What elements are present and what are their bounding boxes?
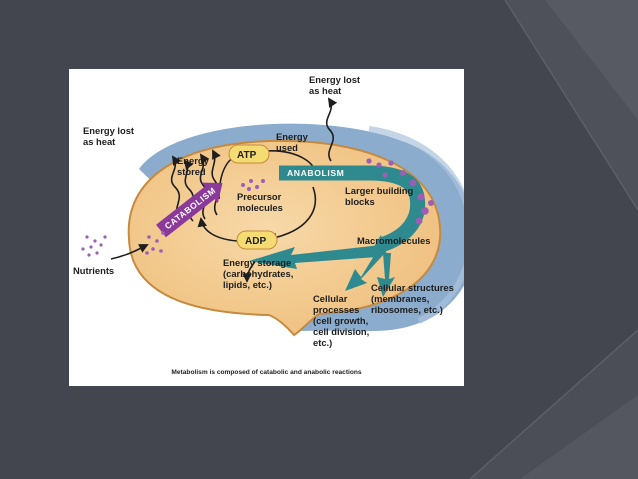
metabolism-diagram: CATABOLISM ANABOLISM ATP ADP [81,97,464,337]
arrow-adp-to-catabolism [197,217,238,242]
adp-pill: ADP [236,230,278,250]
building-block-particles [366,158,434,225]
atp-label: ATP [237,150,257,161]
arrow-nutrients [110,244,149,260]
svg-text:ANABOLISM: ANABOLISM [287,168,344,178]
label-energy-lost-heat-top: Energy lost as heat [309,74,361,96]
arrow-anabolism-to-adp [267,186,317,243]
label-energy-lost-heat-left: Energy lost as heat [83,125,135,147]
heat-squiggle-top [325,97,338,162]
label-energy-used: Energy used [276,131,308,153]
label-nutrients: Nutrients [73,265,115,276]
precursor-particles [241,179,265,191]
nutrient-particles [81,231,165,257]
label-cellular-processes: Cellular processes (cell growth, cell di… [313,293,370,348]
metabolism-figure: CATABOLISM ANABOLISM ATP ADP [69,69,464,386]
macromolecule-arrows [249,245,395,297]
label-energy-storage: Energy storage (carbohydrates, lipids, e… [223,257,294,290]
figure-caption: Metabolism is composed of catabolic and … [171,369,362,376]
label-precursor-molecules: Precursor molecules [237,191,283,213]
atp-pill: ATP [228,144,270,164]
adp-label: ADP [245,236,266,247]
label-cellular-structures: Cellular structures (membranes, ribosome… [371,282,454,315]
label-macromolecules: Macromolecules [357,235,431,246]
label-energy-stored: Energy stored [177,155,209,177]
label-larger-building-blocks: Larger building blocks [345,185,414,207]
